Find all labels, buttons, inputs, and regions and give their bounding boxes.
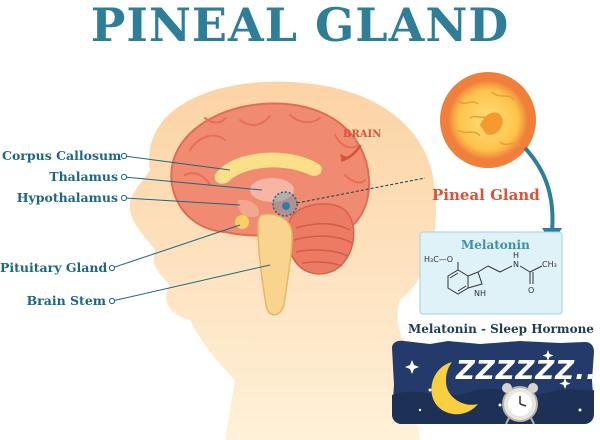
label-pituitary-gland: Pituitary Gland [0,260,108,275]
cerebellum-folds [293,223,353,267]
star-icons [405,350,582,412]
chem-n-amide: N [513,260,519,269]
melatonin-box [419,231,563,315]
gland-to-melatonin-arrow [523,146,555,233]
corpus-callosum [214,152,322,184]
chem-o-carbonyl: O [528,286,535,295]
pineal-callout-line [296,177,426,204]
chem-nh-indole: NH [474,289,486,298]
melatonin-molecule [447,262,543,295]
melatonin-title: Melatonin [461,238,530,252]
night-waves [392,388,594,424]
brain-gyri [184,114,366,186]
label-brain: BRAIN [343,129,382,140]
sleep-hormone-title: Melatonin - Sleep Hormone [408,322,594,336]
hypothalamus [237,199,259,218]
label-brain-stem: Brain Stem [26,293,106,308]
label-corpus-callosum: Corpus Callosum [2,148,122,163]
pituitary-gland [235,215,249,229]
zzz-text: ZZZZZZ... [456,356,600,386]
pineal-shape [480,112,503,135]
alarm-clock-icon [502,383,538,425]
moon-icon [431,362,478,415]
brain-stem [257,213,293,316]
pineal-gland-label: Pineal Gland [432,186,540,204]
label-hypothalamus: Hypothalamus [16,190,118,205]
chem-ch3: CH₃ [542,260,557,269]
chem-h-amide: H [513,251,520,260]
page-title: PINEAL GLAND [90,0,510,52]
leader-lines [108,152,271,305]
thalamus [250,178,294,202]
label-thalamus: Thalamus [49,169,118,184]
chem-methoxy: H₃C—O [424,255,454,264]
pineal-dot [282,202,290,210]
